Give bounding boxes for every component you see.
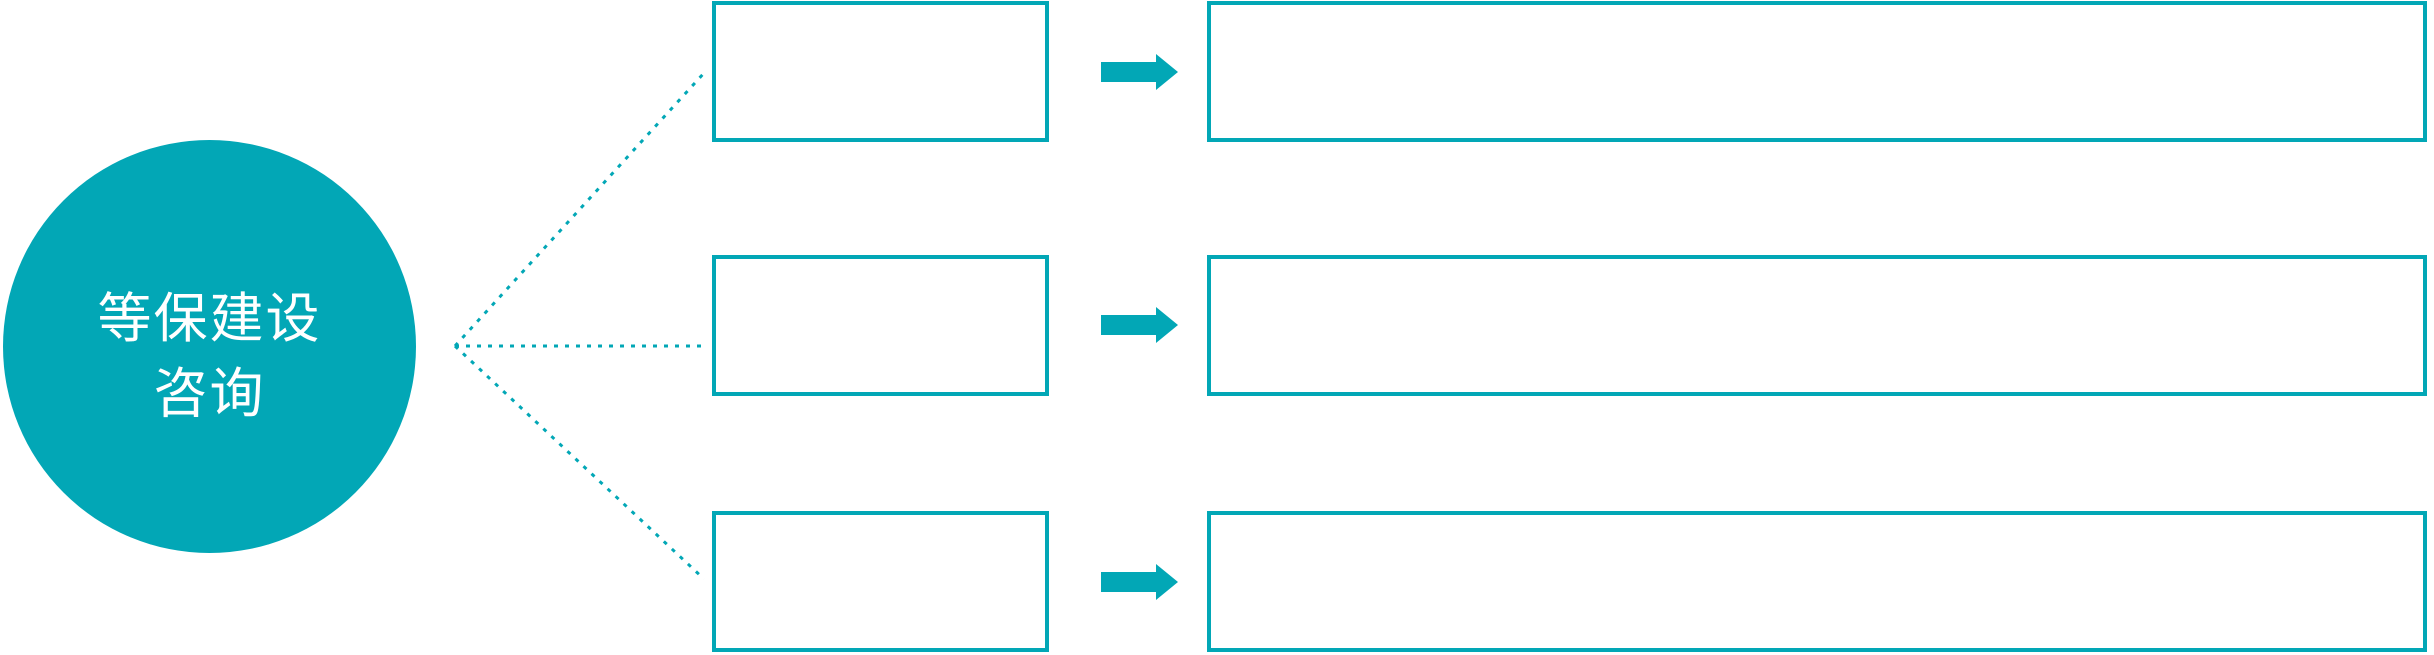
hub-label: 等保建设 咨询 <box>98 262 322 431</box>
hub-circle: 等保建设 咨询 <box>3 140 416 553</box>
hub-label-line2: 咨询 <box>153 363 266 424</box>
hub-label-line1: 等保建设 <box>97 288 322 349</box>
dotted-connector-top-icon <box>453 71 706 348</box>
branch-3-detail-box <box>1207 511 2427 652</box>
arrow-right-icon <box>1101 54 1178 90</box>
branch-2-detail-box <box>1207 255 2427 396</box>
dotted-connector-bottom-icon <box>453 344 706 581</box>
branch-1-category-box <box>712 1 1049 142</box>
arrow-right-icon <box>1101 307 1178 343</box>
arrow-right-icon <box>1101 564 1178 600</box>
branch-2-category-box <box>712 255 1049 396</box>
branch-3-category-box <box>712 511 1049 652</box>
branch-1-detail-box <box>1207 1 2427 142</box>
